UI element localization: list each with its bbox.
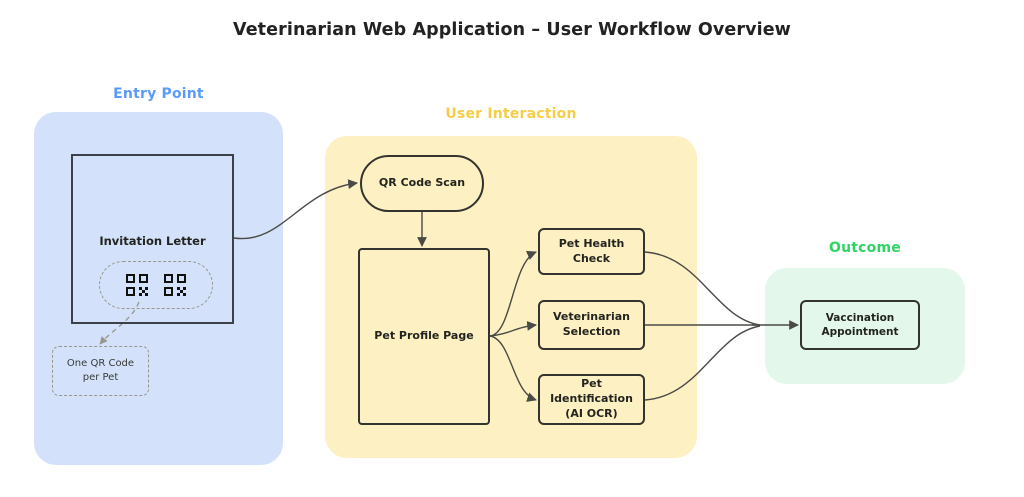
node-vaccination-appointment-line-1: Vaccination — [825, 311, 895, 324]
node-pet-identification-line-2: (AI OCR) — [565, 406, 618, 420]
qr-code-icon — [126, 274, 148, 296]
node-qr-code-scan-label: QR Code Scan — [378, 176, 466, 190]
node-pet-identification[interactable]: Pet Identification (AI OCR) — [538, 374, 645, 425]
qr-code-cluster — [99, 261, 213, 309]
node-pet-profile-page-label: Pet Profile Page — [374, 329, 474, 343]
group-entry-point — [34, 112, 283, 465]
node-pet-profile-page[interactable]: Pet Profile Page — [358, 248, 490, 425]
node-qr-code-scan[interactable]: QR Code Scan — [360, 155, 484, 212]
note-line-2: per Pet — [82, 372, 119, 383]
node-invitation-letter[interactable]: Invitation Letter — [71, 154, 234, 324]
node-vaccination-appointment-line-2: Appointment — [821, 326, 899, 338]
note-one-qr-code-per-pet: One QR Code per Pet — [52, 346, 149, 396]
node-invitation-letter-label: Invitation Letter — [99, 234, 206, 248]
page-title: Veterinarian Web Application – User Work… — [233, 20, 791, 40]
qr-code-icon — [164, 274, 186, 296]
node-veterinarian-selection-line-1: Veterinarian — [553, 310, 630, 324]
node-pet-health-check-label: Pet Health Check — [558, 236, 625, 265]
group-label-outcome: Outcome — [829, 240, 901, 256]
node-veterinarian-selection[interactable]: Veterinarian Selection — [538, 300, 645, 350]
note-line-1: One QR Code — [66, 358, 135, 369]
group-label-entry-point: Entry Point — [113, 86, 204, 102]
node-pet-health-check[interactable]: Pet Health Check — [538, 228, 645, 275]
node-pet-identification-line-1: Pet Identification — [550, 377, 633, 406]
node-veterinarian-selection-line-2: Selection — [562, 325, 621, 338]
node-vaccination-appointment[interactable]: Vaccination Appointment — [800, 300, 920, 350]
group-label-user-interaction: User Interaction — [445, 106, 577, 122]
